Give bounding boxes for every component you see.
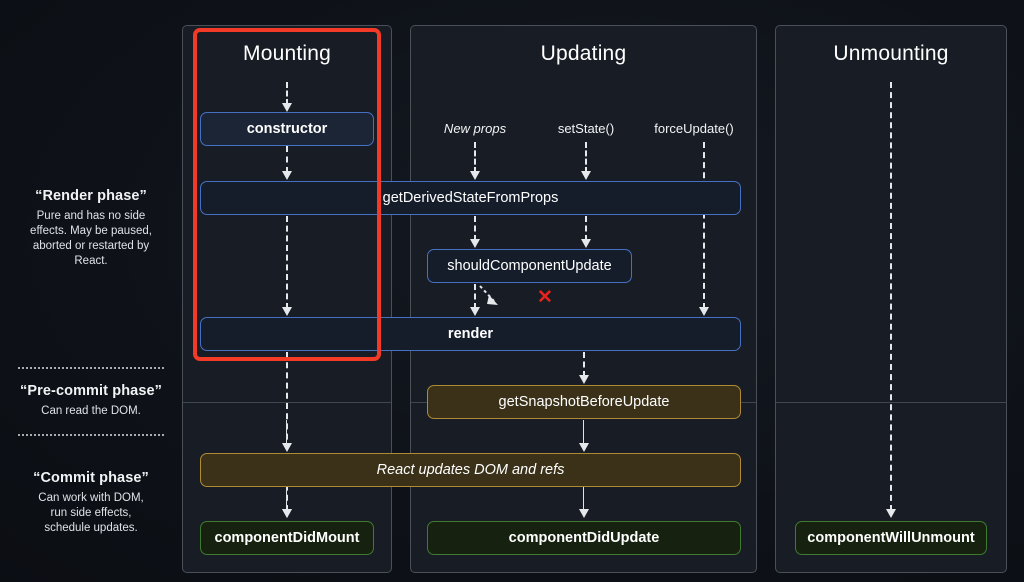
legend-divider-top — [18, 367, 164, 369]
trigger-set-state: setState() — [557, 121, 615, 136]
skip-update-branch — [478, 285, 512, 311]
legend-title: “Render phase” — [35, 188, 147, 204]
skip-x-icon: ✕ — [537, 287, 553, 308]
legend-render-phase: “Render phase” Pure and has no side effe… — [0, 188, 182, 269]
lifecycle-box-component-did-mount[interactable]: componentDidMount — [200, 521, 374, 555]
arrow-new-props-to-gdsfp — [469, 142, 481, 180]
arrow-snapshot-to-react-updates — [578, 420, 590, 452]
legend-body: Pure and has no side effects. May be pau… — [30, 210, 152, 267]
legend-divider-bottom — [18, 434, 164, 436]
arrow-unmounting-to-will-unmount — [885, 82, 897, 518]
legend-body: Can work with DOM, run side effects, sch… — [38, 492, 144, 534]
panel-title-updating: Updating — [540, 42, 627, 65]
arrow-react-updates-to-did-update — [578, 486, 590, 518]
lifecycle-box-component-did-update[interactable]: componentDidUpdate — [427, 521, 741, 555]
arrow-gdsfp-to-scu-left — [469, 216, 481, 248]
lifecycle-box-component-will-unmount[interactable]: componentWillUnmount — [795, 521, 987, 555]
arrow-gdsfp-to-scu-right — [580, 216, 592, 248]
lifecycle-box-react-updates-dom-and-refs[interactable]: React updates DOM and refs — [200, 453, 741, 487]
lifecycle-box-get-derived-state-from-props[interactable]: getDerivedStateFromProps — [200, 181, 741, 215]
legend-body: Can read the DOM. — [41, 405, 141, 417]
arrow-mounting-to-constructor — [281, 82, 293, 112]
skip-branch-icon — [479, 285, 498, 305]
legend-title: “Pre-commit phase” — [19, 383, 162, 399]
legend-commit-phase: “Commit phase” Can work with DOM, run si… — [0, 470, 182, 536]
arrow-react-updates-to-did-mount — [281, 486, 293, 518]
lifecycle-box-constructor[interactable]: constructor — [200, 112, 374, 146]
legend-title: “Commit phase” — [33, 470, 149, 486]
arrow-force-update-to-render — [698, 142, 710, 316]
panel-title-unmounting: Unmounting — [833, 42, 949, 65]
trigger-force-update: forceUpdate() — [654, 121, 734, 136]
arrow-set-state-to-gdsfp — [580, 142, 592, 180]
lifecycle-box-get-snapshot-before-update[interactable]: getSnapshotBeforeUpdate — [427, 385, 741, 419]
lifecycle-box-render[interactable]: render — [200, 317, 741, 351]
arrow-scu-to-render — [469, 284, 481, 316]
arrow-mounting-to-react-updates — [281, 420, 293, 452]
panel-title-mounting: Mounting — [243, 42, 331, 65]
arrow-constructor-to-gdsfp — [281, 146, 293, 180]
legend-pre-commit-phase: “Pre-commit phase” Can read the DOM. — [0, 383, 182, 419]
trigger-new-props: New props — [443, 121, 507, 136]
arrow-render-to-snapshot — [578, 352, 590, 384]
lifecycle-box-should-component-update[interactable]: shouldComponentUpdate — [427, 249, 632, 283]
arrow-gdsfp-to-render-mounting — [281, 216, 293, 316]
